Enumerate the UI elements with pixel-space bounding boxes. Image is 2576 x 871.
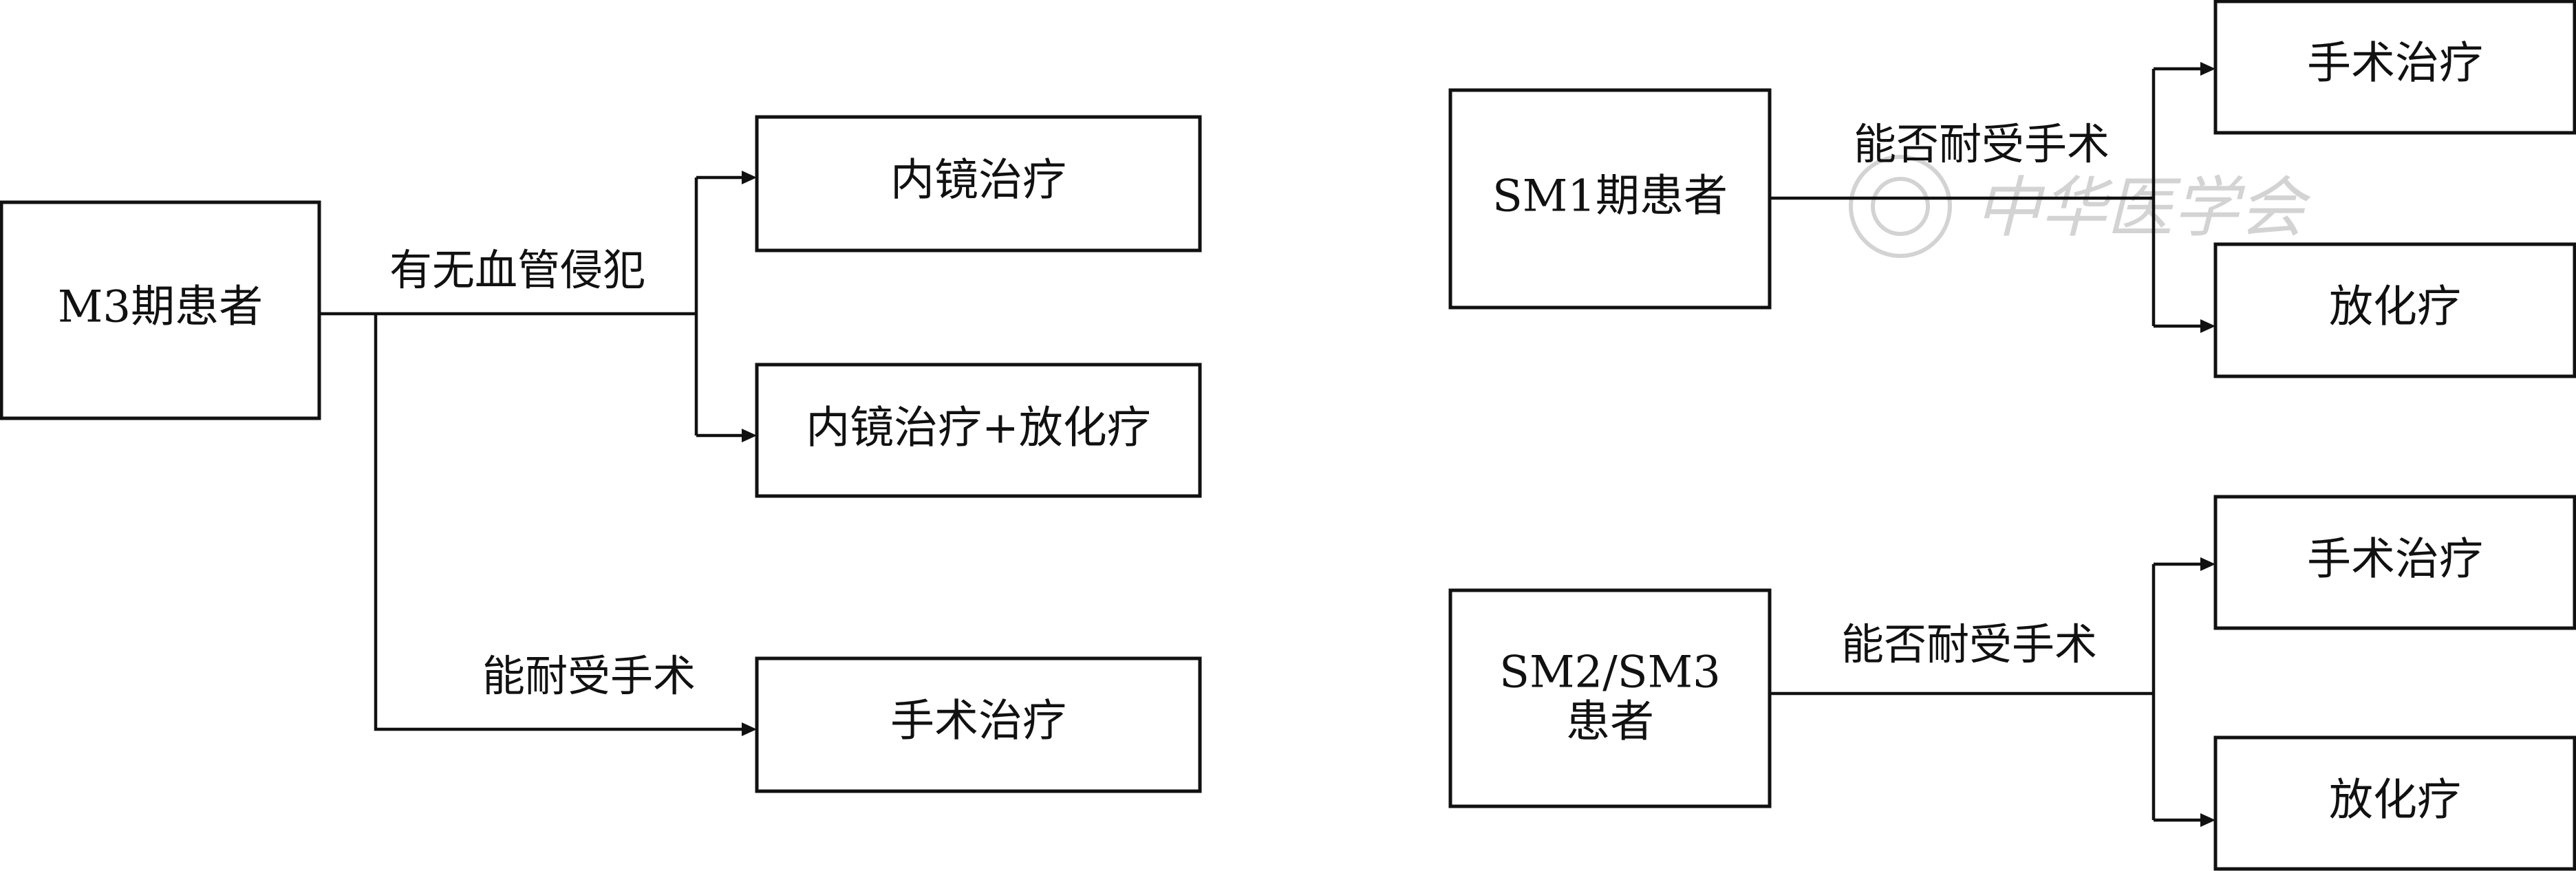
- watermark-seal-inner-icon: [1871, 177, 1930, 236]
- m3-outcome-3-box: [755, 656, 1202, 793]
- m3-outcome-3-label: 手术治疗: [890, 696, 1066, 747]
- sm2-sm3-outcome-2-label: 放化疗: [2329, 775, 2461, 826]
- m3-patient-box: [0, 200, 321, 420]
- sm1-branch-label: 能否耐受手术: [1854, 119, 2110, 169]
- left-diagram: M3期患者 有无血管侵犯 能耐受手术 内镜治疗 内镜治疗+放化疗 手术治疗: [0, 115, 1202, 793]
- sm1-outcome-2-box: [2213, 242, 2576, 378]
- watermark: 中华医学会: [1849, 155, 2311, 258]
- m3-outcome-1-label: 内镜治疗: [890, 155, 1066, 206]
- sm2-sm3-branch-label: 能否耐受手术: [1841, 619, 2097, 669]
- sm1-outcome-2-label: 放化疗: [2329, 282, 2461, 333]
- sm2-sm3-patient-label-line2: 患者: [1566, 697, 1654, 748]
- sm2-sm3-outcome-1-label: 手术治疗: [2307, 535, 2483, 585]
- m3-outcome1-arrowhead: [742, 171, 757, 184]
- m3-lower-branch-label: 能耐受手术: [482, 651, 696, 701]
- sm1-patient-box: [1448, 88, 1772, 310]
- m3-outcome-1-box: [755, 115, 1202, 252]
- sm1-outcome1-arrowhead: [2200, 62, 2215, 76]
- m3-outcome2-arrowhead: [742, 429, 757, 442]
- watermark-seal-icon: [1849, 155, 1952, 258]
- sm1-patient-label: SM1期患者: [1492, 171, 1728, 222]
- watermark-text: 中华医学会: [1975, 169, 2311, 246]
- sm1-outcome-1-label: 手术治疗: [2307, 39, 2483, 89]
- right-bottom-diagram: SM2/SM3 患者 能否耐受手术 手术治疗 放化疗: [1448, 495, 2576, 871]
- sm2-sm3-patient-box: [1448, 588, 1772, 808]
- right-top-diagram: SM1期患者 能否耐受手术 手术治疗 放化疗: [1448, 0, 2576, 378]
- sm1-outcome-1-box: [2213, 0, 2576, 135]
- m3-upper-branch-label: 有无血管侵犯: [389, 245, 645, 295]
- m3-outcome-2-box: [755, 363, 1202, 498]
- sm1-outcome2-arrowhead: [2200, 319, 2215, 333]
- m3-outcome3-arrowhead: [742, 722, 757, 736]
- sm2-sm3-outcome1-arrowhead: [2200, 557, 2215, 571]
- sm2-sm3-patient-label-line1: SM2/SM3: [1499, 647, 1721, 698]
- sm2-sm3-outcome-1-box: [2213, 495, 2576, 630]
- sm2-sm3-outcome2-arrowhead: [2200, 813, 2215, 827]
- m3-lower-branch-line: [374, 314, 747, 731]
- m3-outcome-2-label: 内镜治疗+放化疗: [806, 403, 1151, 454]
- m3-patient-label: M3期患者: [58, 282, 263, 333]
- sm2-sm3-outcome-2-box: [2213, 735, 2576, 871]
